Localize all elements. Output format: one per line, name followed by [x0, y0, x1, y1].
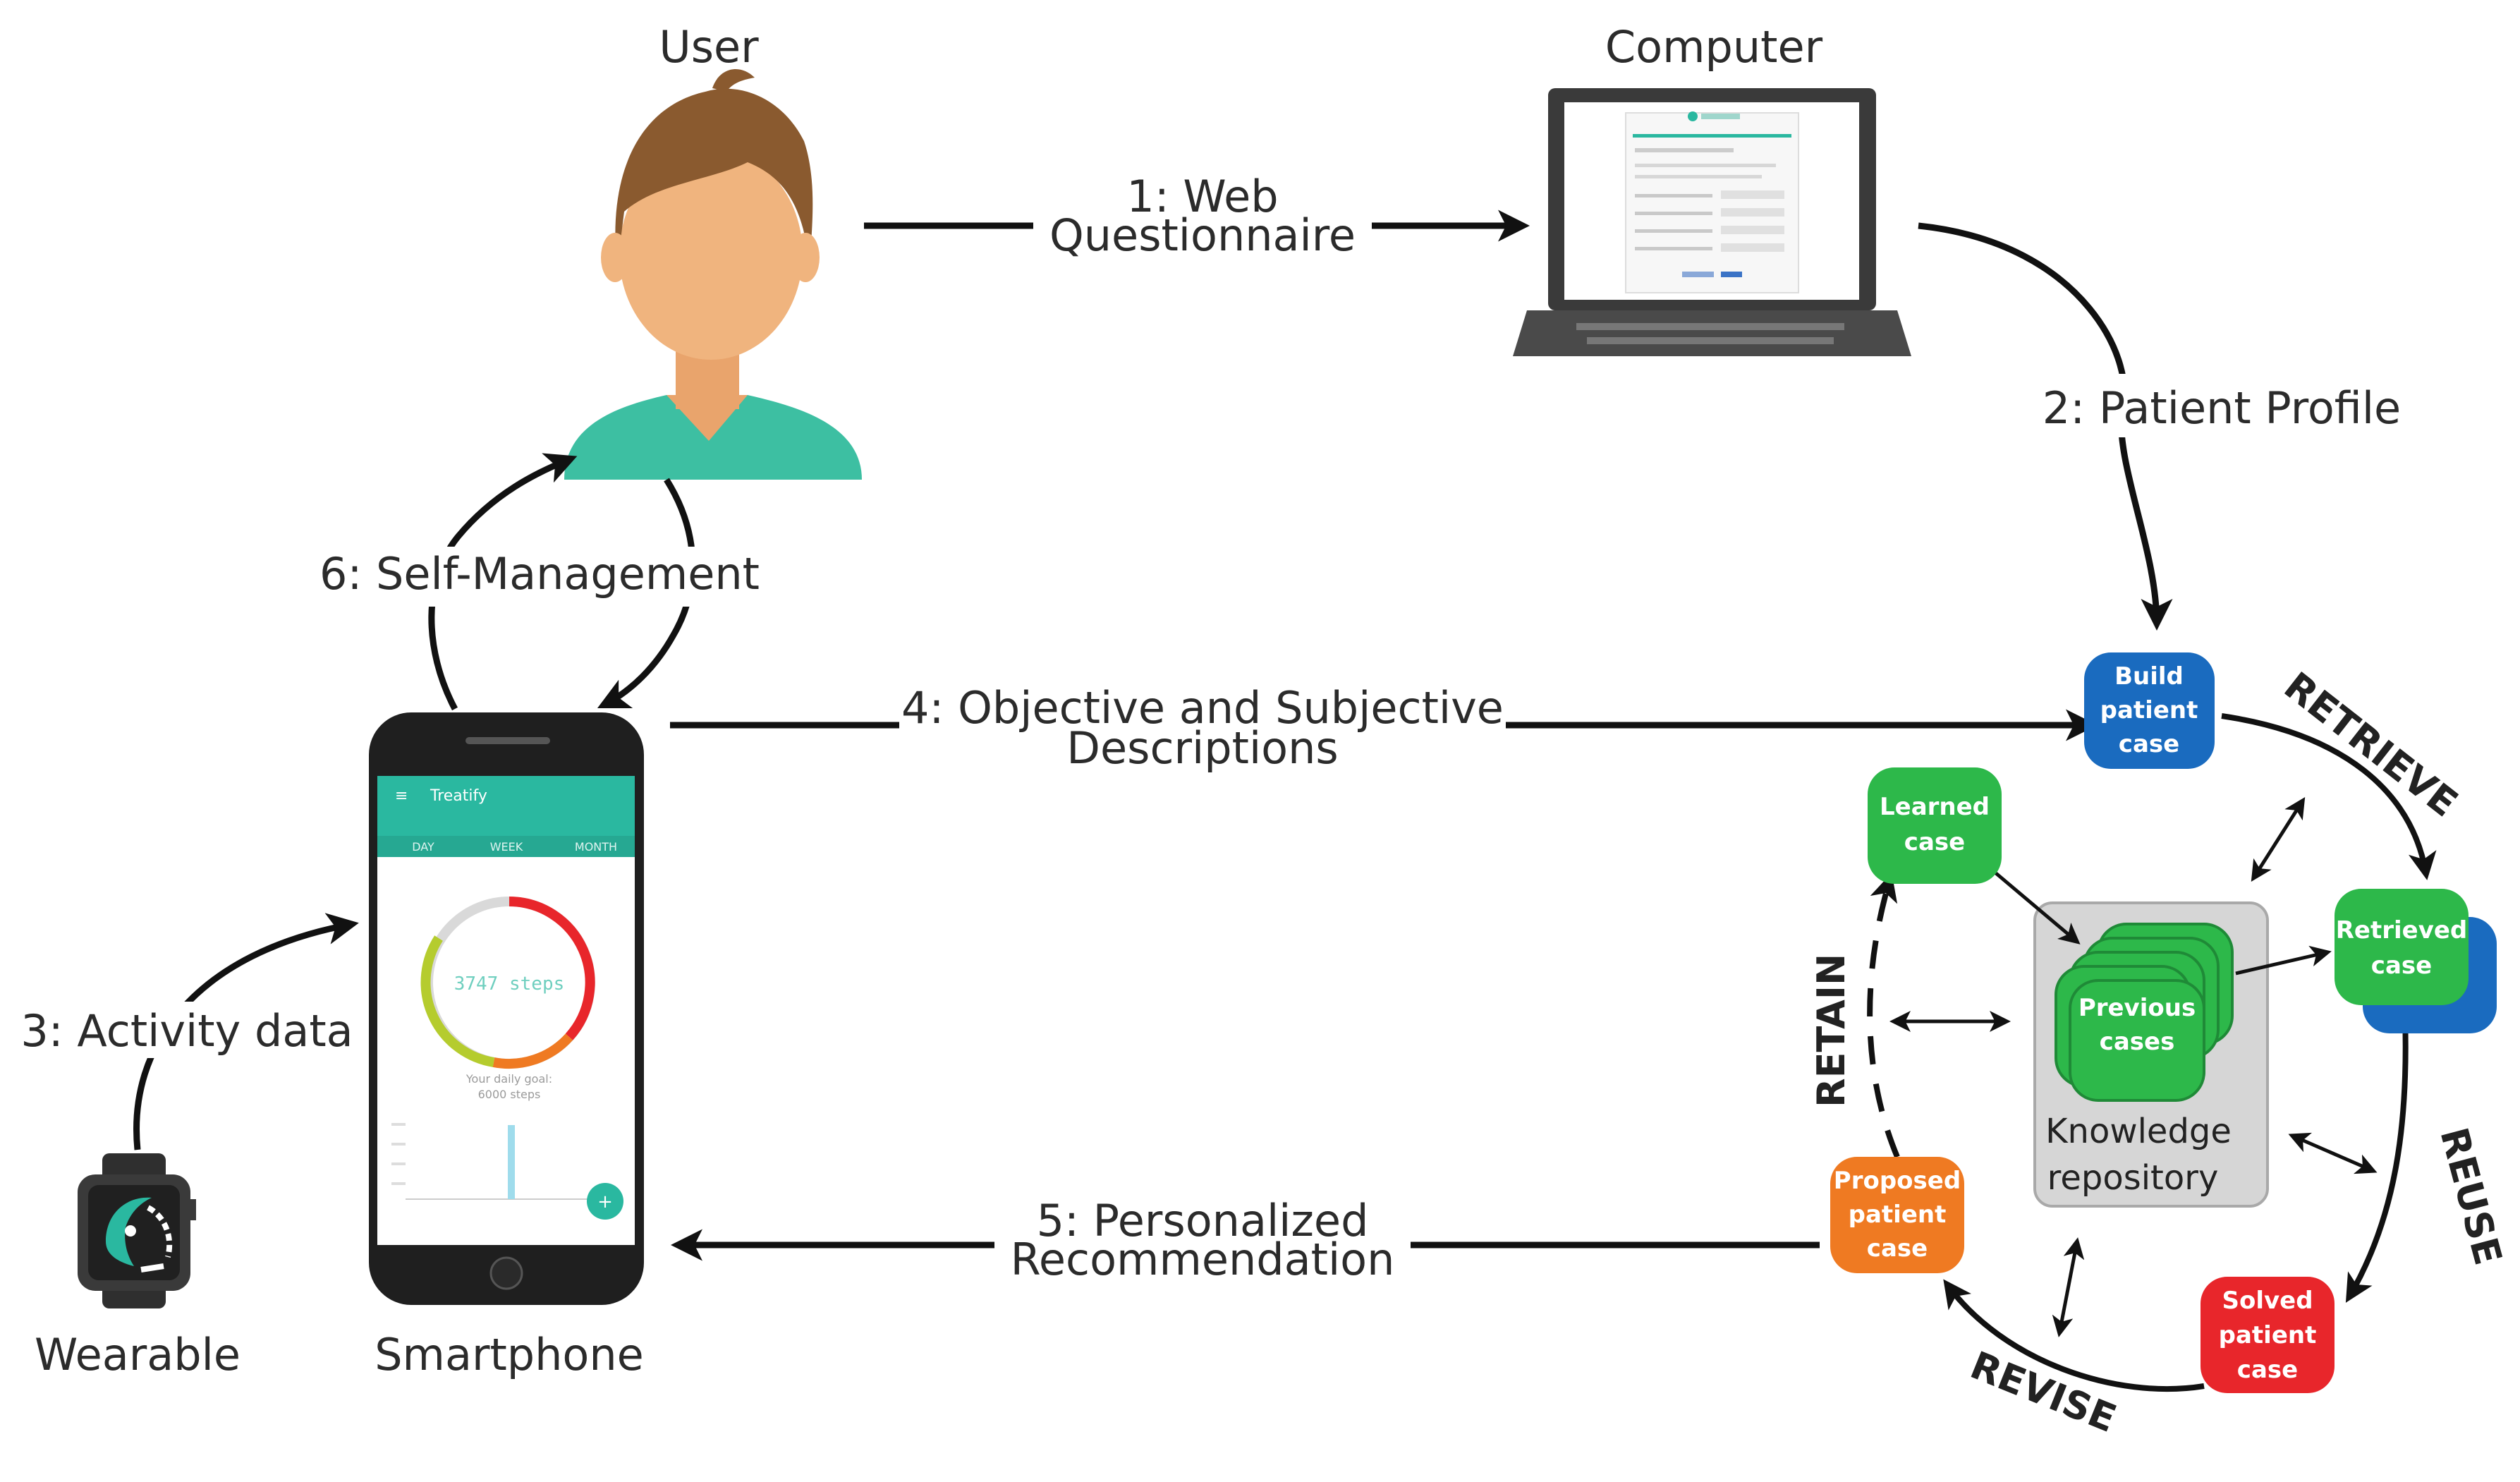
smartphone-label: Smartphone [375, 1329, 644, 1380]
proposed-case-line1: Proposed [1834, 1167, 1961, 1195]
flow-web-questionnaire: 1: Web Questionnaire [864, 171, 1530, 261]
learned-case-node: Learned case [1868, 767, 2002, 884]
phase-retrieve: RETRIEVE [2276, 664, 2466, 826]
previous-cases-line2: cases [2100, 1028, 2175, 1056]
retrieved-case-line1: Retrieved [2336, 916, 2468, 945]
watch-icon [78, 1153, 196, 1308]
phase-reuse: REUSE [2431, 1123, 2510, 1270]
flow-objective-subjective: 4: Objective and Subjective Descriptions [670, 682, 2098, 774]
flow-rec-line2: Recommendation [1011, 1234, 1395, 1285]
flow-web-q-line2: Questionnaire [1049, 209, 1356, 261]
solved-case-line1: Solved [2222, 1287, 2313, 1315]
build-case-line1: Build [2114, 662, 2184, 691]
proposed-case-line2: patient [1849, 1201, 1947, 1229]
flow-obj-line1: 4: Objective and Subjective [901, 682, 1504, 734]
proposed-patient-case-node: Proposed patient case [1830, 1157, 1964, 1273]
phone-app-title: Treatify [430, 787, 487, 805]
wearable-figure: Wearable [35, 1153, 241, 1380]
flow-activity-data: 3: Activity data [20, 913, 359, 1150]
phone-goal-line2: 6000 steps [478, 1088, 541, 1101]
solved-case-line2: patient [2219, 1321, 2317, 1349]
flow-patient-profile-label: 2: Patient Profile [2043, 382, 2401, 434]
flow-obj-line2: Descriptions [1066, 722, 1338, 774]
phone-tab-week: WEEK [490, 840, 523, 854]
computer-figure: Computer [1513, 21, 1911, 356]
learned-case-line2: case [1904, 828, 1965, 856]
solved-case-line3: case [2237, 1356, 2298, 1384]
previous-cases-stack: Previous cases [2055, 923, 2234, 1102]
phase-retain: RETAIN [1809, 954, 1854, 1107]
solved-patient-case-node: Solved patient case [2201, 1277, 2335, 1393]
phone-add-icon: + [597, 1191, 613, 1213]
phase-revise: REVISE [1964, 1343, 2122, 1441]
phone-menu-icon: ≡ [395, 787, 408, 805]
build-case-line3: case [2119, 730, 2179, 758]
flow-web-q-line1: 1: Web [1126, 171, 1278, 222]
flow-rec-line1: 5: Personalized [1037, 1195, 1369, 1246]
proposed-case-line3: case [1867, 1234, 1928, 1263]
previous-cases-line1: Previous [2078, 994, 2196, 1022]
wearable-label: Wearable [35, 1329, 241, 1380]
phone-tab-day: DAY [412, 840, 434, 854]
flow-personalized-recommendation: 5: Personalized Recommendation [671, 1195, 1820, 1285]
smartphone-figure: ≡ Treatify DAY WEEK MONTH 3747 steps You… [369, 712, 644, 1380]
laptop-icon [1513, 88, 1911, 356]
user-label: User [659, 21, 759, 73]
learned-case-line1: Learned [1880, 793, 1990, 821]
build-case-line2: patient [2100, 696, 2198, 724]
user-icon [564, 69, 862, 480]
phone-tab-month: MONTH [575, 840, 617, 854]
retrieved-case-line2: case [2371, 952, 2432, 980]
phone-icon: ≡ Treatify DAY WEEK MONTH 3747 steps You… [369, 712, 644, 1305]
retrieved-case-node: Retrieved case [2335, 889, 2497, 1033]
user-figure: User [564, 21, 862, 480]
knowledge-label-line1: Knowledge [2045, 1112, 2232, 1151]
knowledge-label-line2: repository [2047, 1158, 2219, 1198]
computer-label: Computer [1605, 21, 1823, 73]
cbr-cycle: Knowledge repository Previous cases Buil… [1809, 652, 2511, 1441]
flow-activity-label: 3: Activity data [20, 1005, 353, 1057]
flow-self-management: 6: Self-Management [319, 453, 760, 711]
flow-self-management-label: 6: Self-Management [319, 548, 760, 600]
flow-patient-profile: 2: Patient Profile [1918, 222, 2402, 631]
build-patient-case-node: Build patient case [2084, 652, 2215, 769]
phone-goal-line1: Your daily goal: [465, 1072, 552, 1086]
phone-steps-count: 3747 steps [454, 973, 565, 995]
